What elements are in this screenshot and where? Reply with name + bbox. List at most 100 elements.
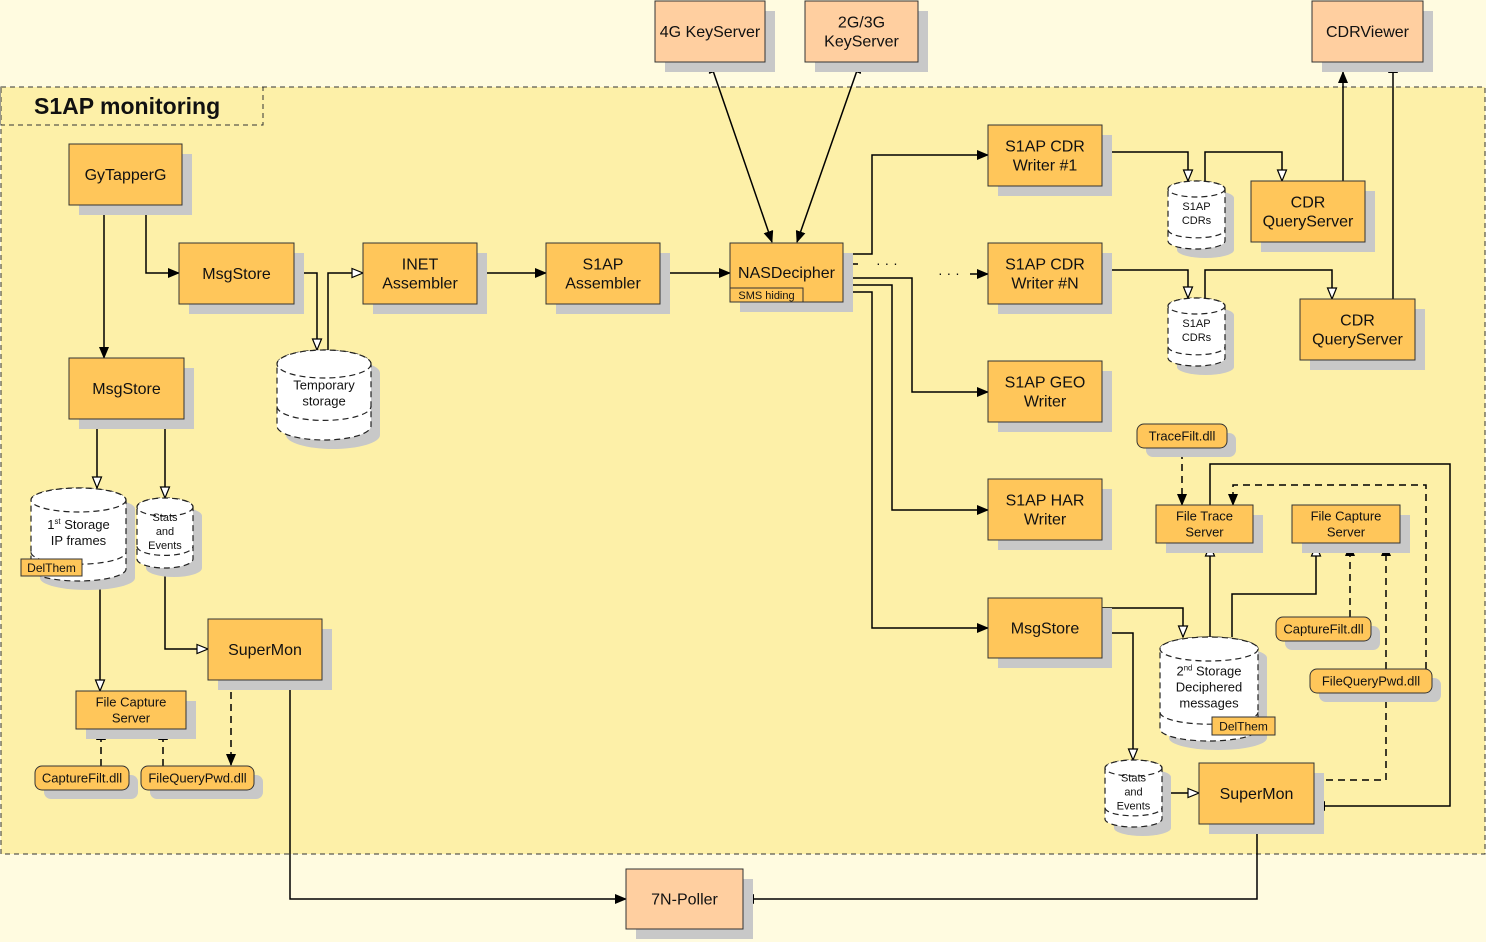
store-top [30, 487, 127, 513]
store-top [1167, 180, 1226, 198]
node-inet-label: INET [402, 257, 439, 274]
dll-capturefilt2-label: CaptureFilt.dll [1283, 622, 1363, 637]
node-geo-label: Writer [1024, 394, 1067, 411]
tag-sms-label: SMS hiding [738, 290, 794, 302]
node-inet: INET Assembler [362, 242, 487, 314]
dll-capturefilt1-label: CaptureFilt.dll [42, 771, 122, 786]
node-fts-label: File Trace [1176, 509, 1233, 524]
node-box [1311, 0, 1424, 63]
edge-fqp2-fts [1228, 484, 1427, 669]
node-key2g-label: KeyServer [824, 34, 899, 51]
node-box [625, 868, 744, 930]
store-body [136, 497, 194, 569]
node-key2g-label: 2G/3G [838, 15, 885, 32]
node-box [178, 242, 295, 305]
edge-key4g-nas [708, 61, 774, 243]
store-temp-label: storage [302, 394, 345, 409]
ellipsis-layer: · · · · · · [876, 255, 960, 281]
store-top [1167, 297, 1226, 315]
node-cdrq2-label: QueryServer [1312, 332, 1403, 349]
node-box [1198, 762, 1315, 825]
node-cdrn-label: S1AP CDR [1005, 257, 1085, 274]
node-box [654, 0, 766, 63]
edge-stats1-supermon1 [164, 568, 208, 649]
edge-key2g-nas [795, 61, 862, 243]
store-cdrs1: S1AP CDRs [1167, 180, 1234, 258]
edge-nas-cdr1 [843, 150, 989, 255]
node-supermon1: SuperMon [207, 618, 332, 690]
store-storage2-label: 2nd Storage [1176, 664, 1241, 679]
node-cdrviewer-label: CDRViewer [1326, 24, 1410, 41]
node-cdr1-label: Writer #1 [1013, 158, 1078, 175]
store-stats1-label: Stats [152, 512, 178, 524]
node-box [68, 357, 185, 420]
node-cdrviewer: CDRViewer [1311, 0, 1433, 72]
edge-nas-msgstore3 [843, 291, 989, 633]
edge-supermon1-poller [289, 680, 627, 904]
dll-box [34, 765, 130, 791]
store-body [1167, 180, 1226, 250]
node-fcs2-label: Server [1327, 525, 1366, 540]
node-poller: 7N-Poller [625, 868, 753, 939]
node-s1apasm-label: Assembler [565, 276, 641, 293]
dll-filequerypwd2-label: FileQueryPwd.dll [1322, 674, 1420, 689]
node-box [987, 360, 1103, 423]
store-cdrs2-label: CDRs [1182, 332, 1212, 344]
dll-filequerypwd1: FileQueryPwd.dll [140, 765, 263, 799]
dll-box [140, 765, 255, 791]
dll-box [1136, 423, 1228, 449]
node-inet-label: Assembler [382, 276, 458, 293]
store-cdrs1-label: CDRs [1182, 215, 1212, 227]
store-storage2-label: messages [1179, 696, 1239, 711]
dll-tracefilt: TraceFilt.dll [1136, 423, 1236, 457]
node-har-label: Writer [1024, 512, 1067, 529]
edge-fts-supermon2 [1209, 463, 1451, 811]
edge-supermon2-poller [742, 824, 1258, 904]
node-box [987, 597, 1103, 659]
node-box [804, 0, 919, 63]
edge-cdrs2-cdrq2 [1204, 269, 1332, 299]
store-body [1104, 759, 1163, 828]
dll-box [1275, 616, 1372, 642]
tag-delthem1-label: DelThem [27, 561, 76, 575]
tag-box [729, 287, 804, 303]
store-cdrs1-label: S1AP [1182, 201, 1210, 213]
store-body [30, 487, 127, 582]
node-nas-label: NASDecipher [738, 265, 836, 282]
store-cdrs2-label: S1AP [1182, 318, 1210, 330]
nodes-layer: 4G KeyServer2G/3GKeyServerCDRViewerGyTap… [68, 0, 1433, 939]
node-supermon2: SuperMon [1198, 762, 1324, 834]
store-stats2-label: Events [1117, 800, 1151, 812]
edge-temp-inet [327, 273, 363, 350]
edge-nas-har [843, 284, 989, 515]
node-msgstore3: MsgStore [987, 597, 1112, 668]
dll-box [1309, 668, 1433, 694]
edge-msgstore3-storage2 [1102, 607, 1183, 637]
store-stats1-label: and [156, 526, 174, 538]
dll-filequerypwd2: FileQueryPwd.dll [1309, 668, 1441, 702]
node-box [362, 242, 478, 305]
store-band [1167, 229, 1226, 239]
tag-delthem1: DelThem [20, 558, 83, 577]
node-cdrn: S1AP CDR Writer #N [987, 242, 1112, 314]
node-cdrn-label: Writer #N [1011, 276, 1078, 293]
node-fcs2-label: File Capture [1311, 509, 1382, 524]
node-supermon2-label: SuperMon [1220, 786, 1294, 803]
node-key2g: 2G/3G KeyServer [804, 0, 928, 72]
tag-box [20, 558, 83, 577]
node-cdrq1-label: CDR [1291, 195, 1326, 212]
node-msgstore1: MsgStore [178, 242, 304, 314]
store-temp-label: Temporary [293, 378, 355, 393]
store-body [1167, 297, 1226, 367]
store-storage1-label: IP frames [51, 533, 107, 548]
